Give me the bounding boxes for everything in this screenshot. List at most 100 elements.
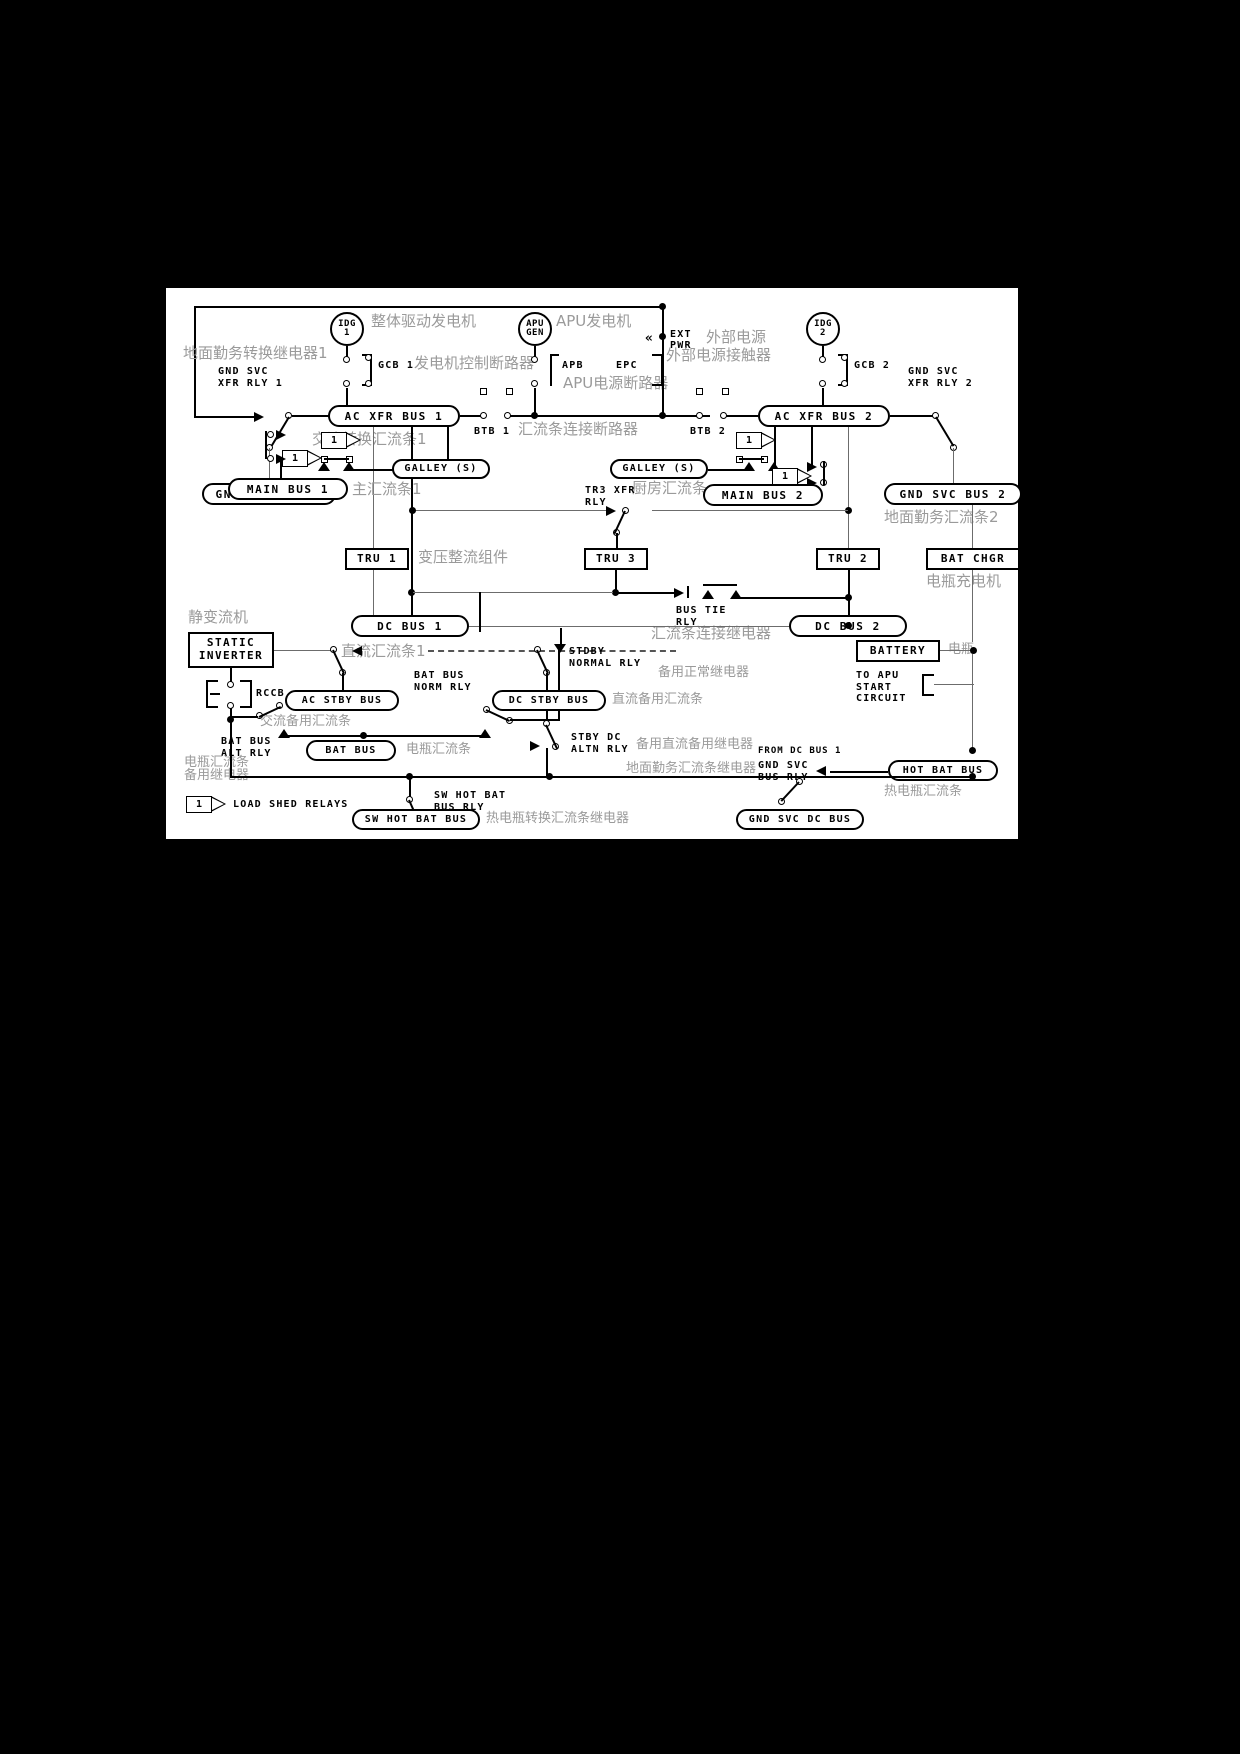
btb1-contact-a[interactable] xyxy=(480,412,487,419)
ext-pwr-bottom-dot xyxy=(659,412,666,419)
mainbus1-to-tr3-line xyxy=(413,510,609,511)
bus-sw-hot-bat-bus[interactable]: SW HOT BAT BUS xyxy=(352,809,480,830)
dc-bus-1-label: DC BUS 1 xyxy=(377,619,443,633)
device-static-inverter[interactable]: STATIC INVERTER xyxy=(188,632,274,668)
bus-tie-rly-label: BUS TIE RLY xyxy=(676,605,727,628)
bottom-junction-stbydc xyxy=(546,773,553,780)
generator-idg-2: IDG 2 xyxy=(806,312,840,346)
bus-bat-bus[interactable]: BAT BUS xyxy=(306,740,396,761)
stdby-normal-arrow xyxy=(554,644,566,653)
gcb1-bracket-dot-bot xyxy=(365,380,372,387)
bat-bus-norm-rly-arm[interactable] xyxy=(485,709,510,722)
idg1-to-bus xyxy=(346,388,348,406)
apb-breaker-bracket[interactable] xyxy=(550,354,560,386)
gcb1-bracket-dot-top xyxy=(365,354,372,361)
tr3-xfr-rly-contact-a[interactable] xyxy=(622,507,629,514)
bus-galley-s-2[interactable]: GALLEY (S) xyxy=(610,459,708,479)
device-tru-2[interactable]: TRU 2 xyxy=(816,548,880,570)
bus-gnd-svc-bus-2[interactable]: GND SVC BUS 2 xyxy=(884,483,1022,505)
mb1-cb-contact-top[interactable] xyxy=(267,431,274,438)
bus-galley-s-1[interactable]: GALLEY (S) xyxy=(392,459,490,479)
bat-bus-norm-rly-label: BAT BUS NORM RLY xyxy=(414,670,472,693)
frame-left-vertical xyxy=(194,306,196,418)
apb-label: APB xyxy=(562,360,584,371)
device-battery[interactable]: BATTERY xyxy=(856,640,940,662)
batchgr-to-battery xyxy=(972,570,973,642)
electrical-system-diagram: IDG 1 整体驱动发电机 GCB 1 发电机控制断路器 地面勤务转换继电器1 … xyxy=(166,288,1022,839)
btb2-contact-a[interactable] xyxy=(696,412,703,419)
mainbus1-tr3-junction xyxy=(409,507,416,514)
gnd-svc-xfr-rly-1-to-ac-xfr-bus-1 xyxy=(292,415,330,417)
bus-tie-tri-left xyxy=(702,590,714,599)
bus-ac-stby-bus[interactable]: AC STBY BUS xyxy=(285,690,399,711)
hot-bat-bus-main-line xyxy=(230,776,972,778)
ext-pwr-junction-dot xyxy=(659,333,666,340)
main-bus-1-label: MAIN BUS 1 xyxy=(246,482,330,496)
tru3-diode-arrow xyxy=(674,588,684,598)
bat-bus-bar xyxy=(283,735,485,737)
galley1-tri-left xyxy=(318,462,330,471)
bus-dc-bus-1[interactable]: DC BUS 1 xyxy=(351,615,469,637)
sw-hot-bat-bus-rly-label: SW HOT BAT BUS RLY xyxy=(434,790,507,813)
static-inverter-cn-label: 静变流机 xyxy=(188,608,249,626)
from-dc-bus-1-label: FROM DC BUS 1 xyxy=(758,746,842,756)
bat-bus-label: BAT BUS xyxy=(325,744,377,756)
btb-1-cn-label: 汇流条连接断路器 xyxy=(518,420,639,438)
rccb-bracket[interactable] xyxy=(206,680,252,708)
legend-tag-num: 1 xyxy=(186,796,212,813)
ext-pwr-cn-label: 外部电源 xyxy=(706,328,767,346)
bus-dc-stby-bus-1[interactable]: DC STBY BUS xyxy=(492,690,606,711)
bus-main-bus-2[interactable]: MAIN BUS 2 xyxy=(703,484,823,506)
apu-gen-lead xyxy=(534,346,536,358)
device-tru-3[interactable]: TRU 3 xyxy=(584,548,648,570)
tr3-to-tru2-line xyxy=(652,510,848,511)
tie-bus-horizontal xyxy=(510,415,710,417)
btb2-to-acxfr2 xyxy=(726,415,758,417)
hot-bat-bus-cn-label: 热电瓶汇流条 xyxy=(884,784,963,799)
bat-bus-tri-right xyxy=(479,729,491,738)
device-tru-1[interactable]: TRU 1 xyxy=(345,548,409,570)
load-shed-relay-tag-galley-2: 1 xyxy=(736,432,776,449)
tru3-diode-bar xyxy=(687,586,689,598)
legend-shed-tag: 1 xyxy=(186,796,226,813)
stdby-normal-rly-cn-label: 备用正常继电器 xyxy=(658,665,750,680)
gnd-svc-bus-rly-arm[interactable] xyxy=(780,781,800,802)
epc-breaker-bracket[interactable] xyxy=(652,354,663,386)
apb-contact-upper xyxy=(531,356,538,363)
galley-s-2-cn-label: 厨房汇流条 xyxy=(632,479,708,497)
gcb-1-cn-label: 发电机控制断路器 xyxy=(414,354,535,372)
bat-bus-junction xyxy=(360,732,367,739)
rccb-down xyxy=(230,708,232,720)
stby-dc-altn-arrow xyxy=(530,741,540,751)
mb1-cb-contact-bot[interactable] xyxy=(267,455,274,462)
gnd-svc-xfr-rly-2-arm[interactable] xyxy=(935,416,955,447)
bat-bus-alt-rly-cn-label: 电瓶汇流条 备用继电器 xyxy=(184,755,250,783)
static-inverter-out xyxy=(274,650,332,651)
bus-main-bus-1[interactable]: MAIN BUS 1 xyxy=(228,478,348,500)
gcb-1-label: GCB 1 xyxy=(378,360,415,371)
ac-xfr-bus-1-label: AC XFR BUS 1 xyxy=(344,409,444,423)
device-bat-chgr[interactable]: BAT CHGR xyxy=(926,548,1020,570)
gnd-svc-bus-2-label: GND SVC BUS 2 xyxy=(899,487,1007,501)
idg-1-line2: 1 xyxy=(344,328,350,338)
mb1-breaker-bracket[interactable] xyxy=(265,431,275,459)
bus-ac-xfr-bus-1[interactable]: AC XFR BUS 1 xyxy=(328,405,460,427)
bus-ac-xfr-bus-2[interactable]: AC XFR BUS 2 xyxy=(758,405,890,427)
sw-hot-bat-bus-label: SW HOT BAT BUS xyxy=(364,813,468,825)
btb2-marker-a xyxy=(696,388,703,395)
hot-bat-bus-junction xyxy=(969,747,976,754)
galley1-contact-bar xyxy=(324,458,349,460)
acxfr1-tap-galley xyxy=(447,427,449,464)
mb2-breaker-bracket[interactable] xyxy=(823,461,833,485)
acxfr2-tap-thin xyxy=(848,427,849,627)
idg2-lead xyxy=(822,346,824,358)
rccb-contact-top[interactable] xyxy=(227,681,234,688)
gnd-svc-dc-bus-label: GND SVC DC BUS xyxy=(748,813,852,825)
gnd-svc-xfr-rly-1-cn-label: 地面勤务转换继电器1 xyxy=(183,344,328,362)
galley-s-2-label: GALLEY (S) xyxy=(622,463,696,474)
mainbus2-tr2-junction xyxy=(845,507,852,514)
dc-tie-dashed-line xyxy=(428,650,676,652)
battery-label: BATTERY xyxy=(869,643,927,657)
apb-cn-label: APU电源断路器 xyxy=(563,374,669,392)
bus-gnd-svc-dc-bus[interactable]: GND SVC DC BUS xyxy=(736,809,864,830)
